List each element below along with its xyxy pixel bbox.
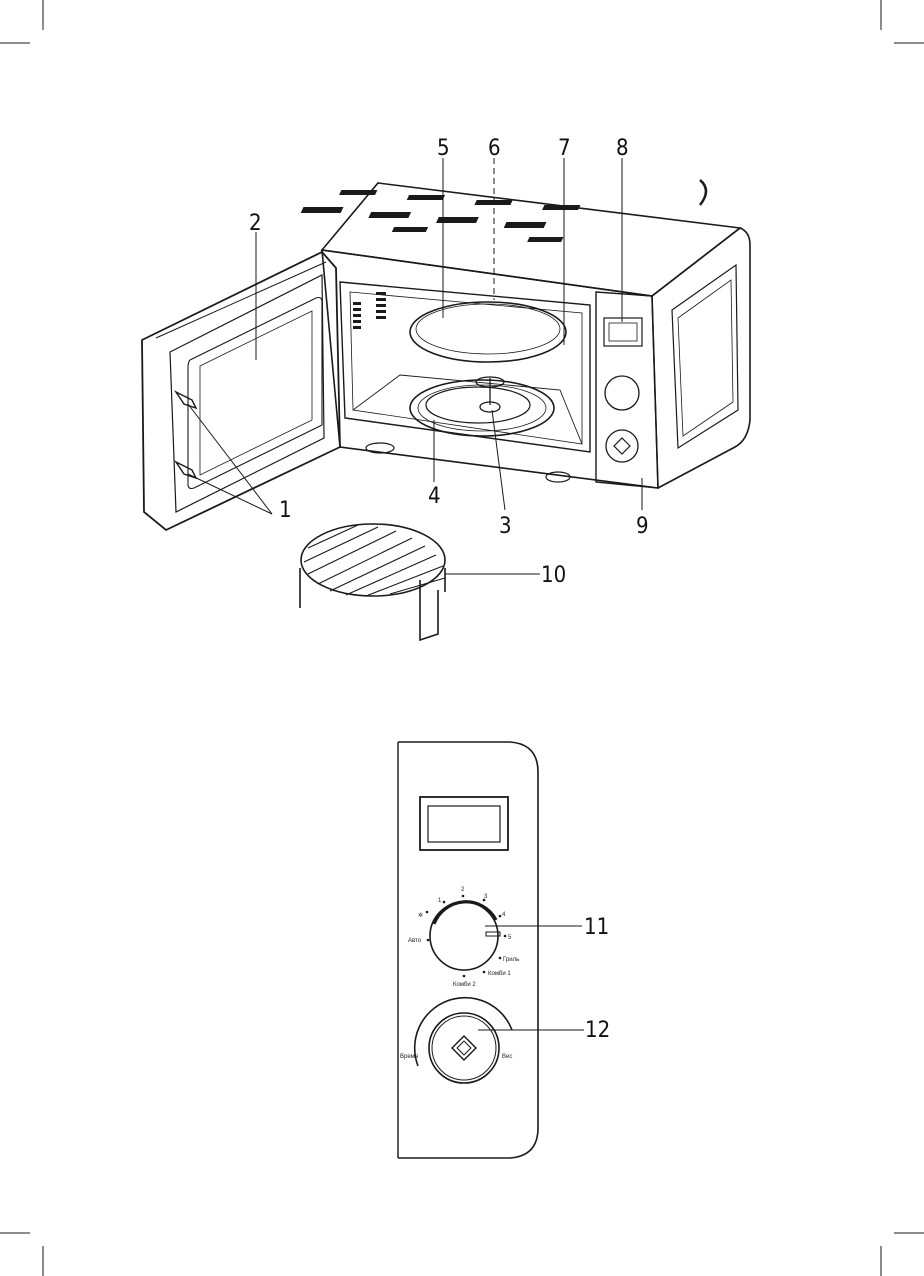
- callout-7: 7: [558, 136, 571, 161]
- top-vents: [301, 190, 581, 242]
- wire-rack: [300, 524, 445, 640]
- dial-mark-2: 2: [461, 887, 465, 893]
- callout-10: 10: [541, 563, 566, 588]
- callout-5: 5: [437, 136, 450, 161]
- dial-mark-auto: Авто: [408, 938, 422, 944]
- dial-mark-combi-1: Комби 1: [488, 971, 511, 977]
- callout-2: 2: [249, 211, 262, 236]
- dial-mark-grill: Гриль: [503, 957, 519, 963]
- dial-mark-4: 4: [502, 912, 506, 918]
- dial-mark-3: 3: [484, 894, 488, 900]
- panel-closeup: [398, 742, 538, 1158]
- oven-cavity: [340, 282, 590, 452]
- dial-mark-5: 5: [508, 935, 512, 941]
- cavity-vents: [353, 292, 386, 329]
- mode-dial: [430, 902, 500, 970]
- callout-3: 3: [499, 514, 512, 539]
- snowflake-icon: ✲: [418, 912, 423, 919]
- glass-tray: [410, 302, 566, 362]
- callout-11: 11: [584, 915, 609, 940]
- callout-9: 9: [636, 514, 649, 539]
- knob-weight-label: Вес: [502, 1054, 512, 1060]
- knob-time-label: Время: [400, 1054, 418, 1060]
- roller-ring: [410, 380, 554, 436]
- closeup-leader-lines: [478, 926, 584, 1030]
- dial-mark-1: 1: [438, 898, 442, 904]
- callout-4: 4: [428, 484, 441, 509]
- callout-8: 8: [616, 136, 629, 161]
- callout-1: 1: [279, 498, 292, 523]
- door-latches: [176, 392, 196, 478]
- front-control-panel: [596, 292, 658, 488]
- callout-12: 12: [585, 1018, 610, 1043]
- callout-6: 6: [488, 136, 501, 161]
- door: [142, 252, 340, 530]
- dial-mark-combi-2: Комби 2: [453, 982, 476, 988]
- start-knob: [415, 998, 512, 1083]
